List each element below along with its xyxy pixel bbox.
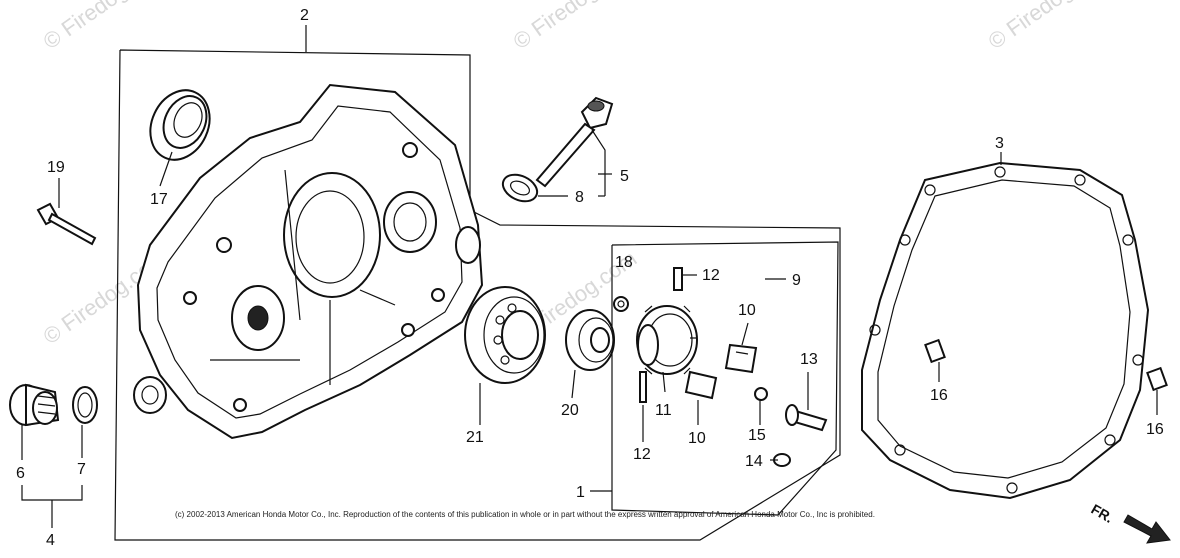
governor-parts bbox=[613, 267, 828, 467]
leader-lines bbox=[21, 25, 1158, 528]
callout-21: 21 bbox=[466, 429, 484, 446]
callout-16a: 16 bbox=[930, 387, 948, 404]
callout-10a: 10 bbox=[738, 302, 756, 319]
dowel-pins bbox=[924, 338, 1168, 392]
callout-1: 1 bbox=[576, 484, 585, 501]
callout-3: 3 bbox=[995, 135, 1004, 152]
oil-seal bbox=[149, 89, 211, 161]
crankcase-cover bbox=[133, 83, 484, 440]
front-label: FR. bbox=[1089, 501, 1117, 526]
watermark-1: © Firedog.com bbox=[39, 0, 172, 54]
callout-18: 18 bbox=[615, 254, 633, 271]
callouts: 2 3 19 17 5 8 18 12 9 10 13 11 10 15 12 … bbox=[16, 7, 1164, 549]
watermark-3: © Firedog.com bbox=[984, 0, 1117, 54]
front-arrow-icon bbox=[1123, 514, 1171, 544]
callout-17: 17 bbox=[150, 191, 168, 208]
callout-12a: 12 bbox=[702, 267, 720, 284]
callout-20: 20 bbox=[561, 402, 579, 419]
copyright-notice: (c) 2002-2013 American Honda Motor Co., … bbox=[175, 510, 875, 519]
watermark-2: © Firedog.com bbox=[509, 0, 642, 54]
crankcase-cover-assembly-outline bbox=[114, 49, 841, 541]
callout-16b: 16 bbox=[1146, 421, 1164, 438]
callout-4: 4 bbox=[46, 532, 55, 549]
cover-gasket bbox=[861, 161, 1150, 500]
callout-15: 15 bbox=[748, 427, 766, 444]
callout-6: 6 bbox=[16, 465, 25, 482]
callout-10b: 10 bbox=[688, 430, 706, 447]
oil-dipstick bbox=[501, 96, 614, 203]
flange-bolt bbox=[36, 202, 97, 246]
callout-5: 5 bbox=[620, 168, 629, 185]
callout-11: 11 bbox=[655, 402, 672, 419]
front-direction-indicator: FR. bbox=[1089, 501, 1171, 544]
ball-bearing-large bbox=[464, 286, 546, 384]
callout-14: 14 bbox=[745, 453, 763, 470]
callout-9: 9 bbox=[792, 272, 801, 289]
oil-filler-cap bbox=[9, 383, 98, 427]
callout-12b: 12 bbox=[633, 446, 651, 463]
callout-7: 7 bbox=[77, 461, 86, 478]
callout-8: 8 bbox=[575, 189, 584, 206]
callout-19: 19 bbox=[47, 159, 65, 176]
assembly-outlines bbox=[114, 49, 841, 541]
callout-2: 2 bbox=[300, 7, 309, 24]
callout-13: 13 bbox=[800, 351, 818, 368]
ball-bearing-small bbox=[565, 309, 615, 371]
governor-assembly-outline bbox=[611, 241, 839, 516]
